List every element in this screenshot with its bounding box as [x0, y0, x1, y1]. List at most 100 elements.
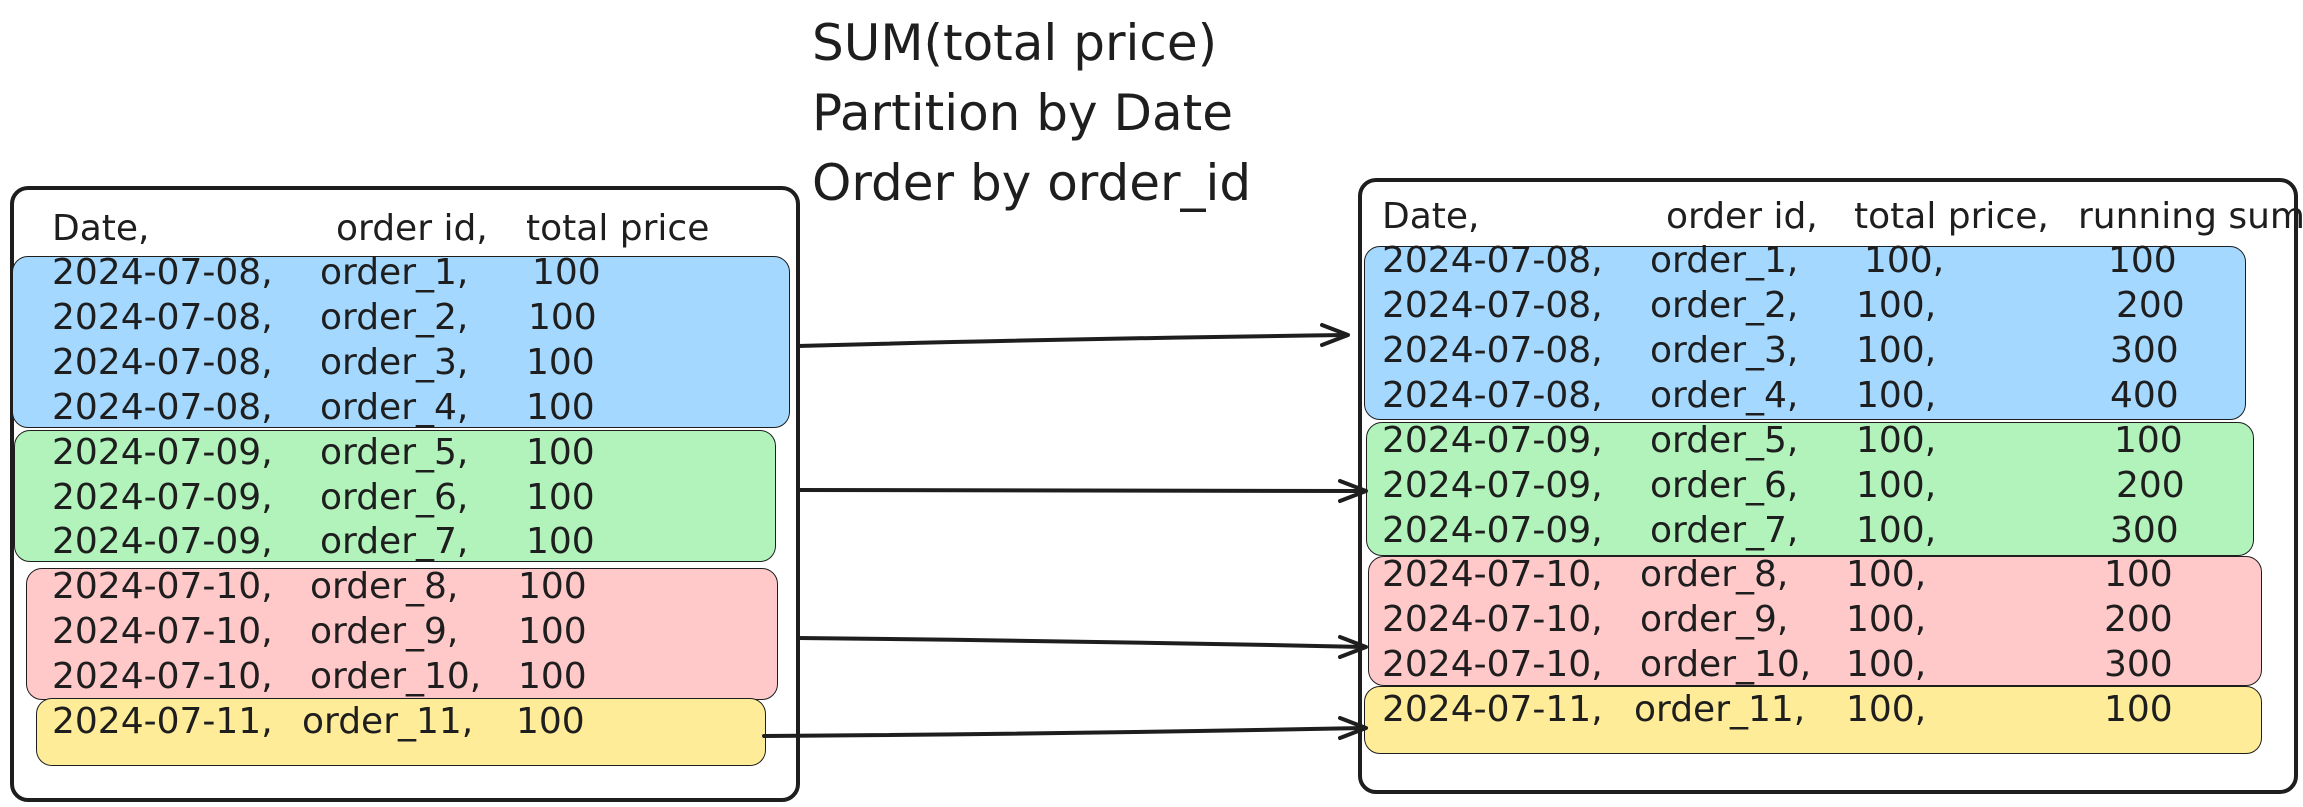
right-cell-order: order_4,: [1650, 375, 1799, 416]
left-row-10: 2024-07-10, order_10, 100: [0, 656, 800, 700]
right-cell-order: order_11,: [1634, 689, 1806, 730]
left-cell-order: order_5,: [320, 432, 469, 473]
right-row-11: 2024-07-11, order_11, 100, 100: [1358, 689, 2298, 733]
right-cell-running-sum: 300: [2104, 644, 2173, 685]
right-row-8: 2024-07-10, order_8, 100, 100: [1358, 554, 2298, 598]
left-row-11: 2024-07-11, order_11, 100: [0, 701, 800, 745]
left-cell-date: 2024-07-08,: [52, 297, 273, 338]
left-header: Date, order id, total price: [0, 208, 800, 252]
right-cell-order: order_2,: [1650, 285, 1799, 326]
left-cell-date: 2024-07-08,: [52, 252, 273, 293]
right-header-order: order id,: [1666, 196, 1818, 237]
left-cell-order: order_9,: [310, 611, 459, 652]
right-row-2: 2024-07-08, order_2, 100, 200: [1358, 285, 2298, 329]
left-cell-price: 100: [526, 342, 595, 383]
right-cell-running-sum: 200: [2104, 599, 2173, 640]
right-cell-running-sum: 100: [2114, 420, 2183, 461]
left-cell-price: 100: [526, 387, 595, 428]
right-header-total: total price,: [1854, 196, 2049, 237]
right-cell-date: 2024-07-09,: [1382, 420, 1603, 461]
left-cell-price: 100: [526, 477, 595, 518]
right-row-9: 2024-07-10, order_9, 100, 200: [1358, 599, 2298, 643]
left-cell-date: 2024-07-08,: [52, 342, 273, 383]
left-row-6: 2024-07-09, order_6, 100: [0, 477, 800, 521]
left-row-5: 2024-07-09, order_5, 100: [0, 432, 800, 476]
left-cell-order: order_3,: [320, 342, 469, 383]
right-cell-order: order_10,: [1640, 644, 1812, 685]
right-cell-date: 2024-07-10,: [1382, 644, 1603, 685]
right-cell-date: 2024-07-11,: [1382, 689, 1603, 730]
left-cell-date: 2024-07-10,: [52, 611, 273, 652]
left-cell-price: 100: [518, 566, 587, 607]
right-cell-date: 2024-07-08,: [1382, 240, 1603, 281]
left-header-order: order id,: [336, 208, 488, 249]
right-cell-running-sum: 100: [2108, 240, 2177, 281]
left-cell-order: order_2,: [320, 297, 469, 338]
left-row-2: 2024-07-08, order_2, 100: [0, 297, 800, 341]
right-cell-price: 100,: [1856, 330, 1937, 371]
left-row-3: 2024-07-08, order_3, 100: [0, 342, 800, 386]
right-row-5: 2024-07-09, order_5, 100, 100: [1358, 420, 2298, 464]
right-cell-order: order_8,: [1640, 554, 1789, 595]
right-cell-running-sum: 400: [2110, 375, 2179, 416]
left-cell-order: order_10,: [310, 656, 482, 697]
left-header-date: Date,: [52, 208, 150, 249]
right-cell-price: 100,: [1846, 599, 1927, 640]
arrow-partition-2024-07-09: [796, 479, 1368, 503]
left-partition-2024-07-08: [12, 256, 790, 428]
right-header: Date, order id, total price, running sum: [1358, 196, 2303, 240]
right-cell-date: 2024-07-08,: [1382, 375, 1603, 416]
left-cell-order: order_1,: [320, 252, 469, 293]
right-cell-running-sum: 200: [2116, 465, 2185, 506]
left-cell-price: 100: [532, 252, 601, 293]
left-partition-2024-07-11: [36, 698, 766, 766]
right-row-6: 2024-07-09, order_6, 100, 200: [1358, 465, 2298, 509]
right-cell-date: 2024-07-08,: [1382, 330, 1603, 371]
right-cell-order: order_5,: [1650, 420, 1799, 461]
title-line-partition: Partition by Date: [812, 84, 1233, 142]
left-row-7: 2024-07-09, order_7, 100: [0, 521, 800, 565]
left-partition-2024-07-10: [26, 568, 778, 700]
right-cell-price: 100,: [1856, 510, 1937, 551]
right-cell-price: 100,: [1856, 420, 1937, 461]
left-cell-date: 2024-07-11,: [52, 701, 273, 742]
right-row-10: 2024-07-10, order_10, 100, 300: [1358, 644, 2298, 688]
right-cell-order: order_1,: [1650, 240, 1799, 281]
left-cell-order: order_6,: [320, 477, 469, 518]
right-row-7: 2024-07-09, order_7, 100, 300: [1358, 510, 2298, 554]
right-row-1: 2024-07-08, order_1, 100, 100: [1358, 240, 2298, 284]
left-row-1: 2024-07-08, order_1, 100: [0, 252, 800, 296]
arrow-partition-2024-07-11: [762, 716, 1368, 740]
right-cell-running-sum: 200: [2116, 285, 2185, 326]
arrow-partition-2024-07-10: [796, 635, 1368, 659]
right-cell-price: 100,: [1856, 285, 1937, 326]
right-cell-price: 100,: [1864, 240, 1945, 281]
left-cell-order: order_7,: [320, 521, 469, 562]
right-cell-order: order_3,: [1650, 330, 1799, 371]
left-row-4: 2024-07-08, order_4, 100: [0, 387, 800, 431]
left-cell-order: order_4,: [320, 387, 469, 428]
right-cell-order: order_7,: [1650, 510, 1799, 551]
left-row-8: 2024-07-10, order_8, 100: [0, 566, 800, 610]
right-cell-price: 100,: [1846, 554, 1927, 595]
right-cell-date: 2024-07-10,: [1382, 554, 1603, 595]
left-cell-date: 2024-07-09,: [52, 432, 273, 473]
left-cell-price: 100: [528, 297, 597, 338]
title-line-order: Order by order_id: [812, 154, 1252, 212]
left-cell-date: 2024-07-10,: [52, 566, 273, 607]
right-row-4: 2024-07-08, order_4, 100, 400: [1358, 375, 2298, 419]
right-header-running: running sum: [2078, 196, 2303, 237]
right-header-date: Date,: [1382, 196, 1480, 237]
right-cell-price: 100,: [1846, 644, 1927, 685]
right-cell-date: 2024-07-09,: [1382, 510, 1603, 551]
right-partition-2024-07-09: [1366, 422, 2254, 556]
right-cell-running-sum: 100: [2104, 689, 2173, 730]
right-cell-price: 100,: [1856, 465, 1937, 506]
left-cell-price: 100: [516, 701, 585, 742]
right-partition-2024-07-10: [1368, 556, 2262, 686]
right-cell-price: 100,: [1846, 689, 1927, 730]
right-partition-2024-07-11: [1364, 686, 2262, 754]
right-cell-date: 2024-07-09,: [1382, 465, 1603, 506]
left-cell-date: 2024-07-09,: [52, 477, 273, 518]
